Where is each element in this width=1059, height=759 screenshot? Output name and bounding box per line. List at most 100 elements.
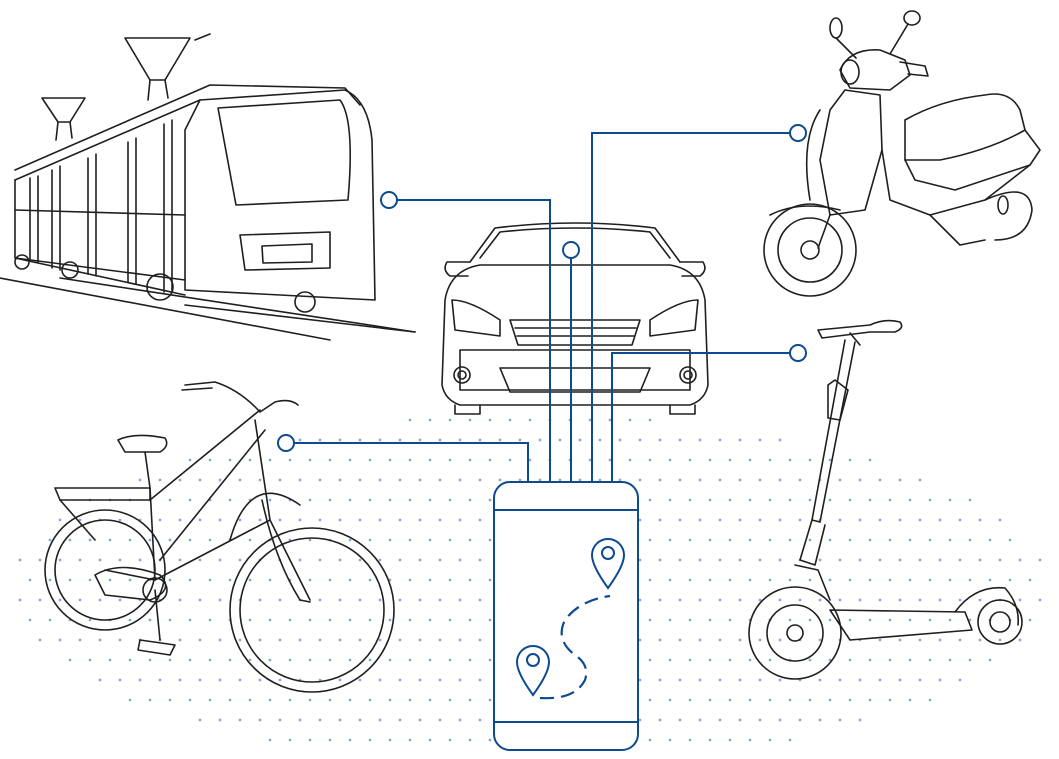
- ground-dot: [289, 739, 292, 742]
- ground-dot: [149, 699, 152, 702]
- ground-dot: [89, 539, 92, 542]
- ground-dot: [929, 539, 932, 542]
- ground-dot: [649, 419, 652, 422]
- ground-dot: [819, 639, 822, 642]
- ground-dot: [149, 539, 152, 542]
- ground-dot: [709, 619, 712, 622]
- ground-dot: [639, 519, 642, 522]
- ground-dot: [309, 579, 312, 582]
- ground-dot: [189, 699, 192, 702]
- ground-dot: [719, 679, 722, 682]
- ground-dot: [319, 479, 322, 482]
- ground-dot: [419, 639, 422, 642]
- ground-dot: [389, 499, 392, 502]
- ground-dot: [829, 539, 832, 542]
- ground-dot: [459, 439, 462, 442]
- ground-dot: [599, 479, 602, 482]
- ground-dot: [39, 599, 42, 602]
- ground-dot: [309, 739, 312, 742]
- ground-dot: [779, 519, 782, 522]
- ground-dot: [659, 559, 662, 562]
- ground-dot: [449, 539, 452, 542]
- smartphone-map-icon: [494, 482, 638, 750]
- ground-dot: [729, 619, 732, 622]
- ground-dot: [679, 559, 682, 562]
- ground-dot: [179, 519, 182, 522]
- ground-dot: [239, 479, 242, 482]
- ground-dot: [919, 479, 922, 482]
- ground-dot: [369, 539, 372, 542]
- ground-dot: [879, 599, 882, 602]
- ground-dot: [329, 459, 332, 462]
- ground-dot: [969, 539, 972, 542]
- ground-dot: [459, 639, 462, 642]
- ground-dot: [369, 459, 372, 462]
- ground-dot: [679, 519, 682, 522]
- ground-dot: [99, 639, 102, 642]
- ground-dot: [509, 419, 512, 422]
- ground-dot: [739, 679, 742, 682]
- ground-dot: [669, 579, 672, 582]
- connector-node-kick-scooter: [790, 345, 806, 361]
- connector-lines: [278, 125, 806, 482]
- ground-dot: [629, 459, 632, 462]
- ground-dot: [679, 479, 682, 482]
- ground-dot: [299, 439, 302, 442]
- ground-dot: [669, 459, 672, 462]
- ground-dot: [659, 639, 662, 642]
- ground-dot: [169, 699, 172, 702]
- ground-dot: [869, 459, 872, 462]
- ground-dot: [479, 439, 482, 442]
- ground-dot: [709, 499, 712, 502]
- ground-dot: [339, 439, 342, 442]
- ground-dot: [469, 459, 472, 462]
- ground-dot: [269, 659, 272, 662]
- ground-dot: [419, 599, 422, 602]
- ground-dot: [739, 439, 742, 442]
- ground-dot: [779, 559, 782, 562]
- ground-dot: [199, 519, 202, 522]
- ground-dot: [619, 439, 622, 442]
- ground-dot: [739, 519, 742, 522]
- ground-dot: [19, 599, 22, 602]
- ground-dot: [399, 519, 402, 522]
- ground-dot: [209, 619, 212, 622]
- ground-dot: [419, 719, 422, 722]
- ground-dot: [719, 719, 722, 722]
- ground-dot: [529, 419, 532, 422]
- ground-dot: [179, 479, 182, 482]
- ground-dot: [809, 539, 812, 542]
- ground-dot: [249, 579, 252, 582]
- ground-dot: [809, 579, 812, 582]
- ground-dot: [439, 719, 442, 722]
- ground-dot: [209, 459, 212, 462]
- ground-dot: [339, 639, 342, 642]
- ground-dot: [679, 439, 682, 442]
- ground-dot: [479, 479, 482, 482]
- ground-dot: [339, 599, 342, 602]
- ground-dot: [959, 679, 962, 682]
- ground-dot: [659, 439, 662, 442]
- ground-dot: [289, 619, 292, 622]
- ground-dot: [309, 459, 312, 462]
- ground-dot: [79, 559, 82, 562]
- ground-dot: [369, 619, 372, 622]
- ground-dot: [279, 599, 282, 602]
- ground-dot: [769, 459, 772, 462]
- ground-dot: [89, 579, 92, 582]
- ground-dot: [309, 539, 312, 542]
- ground-dot: [1029, 619, 1032, 622]
- ground-dot: [639, 639, 642, 642]
- ground-dot: [59, 519, 62, 522]
- ground-dot: [789, 459, 792, 462]
- ground-dot: [719, 479, 722, 482]
- ground-dot: [859, 599, 862, 602]
- ground-dot: [79, 599, 82, 602]
- ground-dot: [769, 739, 772, 742]
- ground-dot: [989, 579, 992, 582]
- ground-dot: [899, 519, 902, 522]
- ground-dot: [949, 499, 952, 502]
- ground-dot: [119, 559, 122, 562]
- ground-dot: [899, 639, 902, 642]
- ground-dot: [689, 459, 692, 462]
